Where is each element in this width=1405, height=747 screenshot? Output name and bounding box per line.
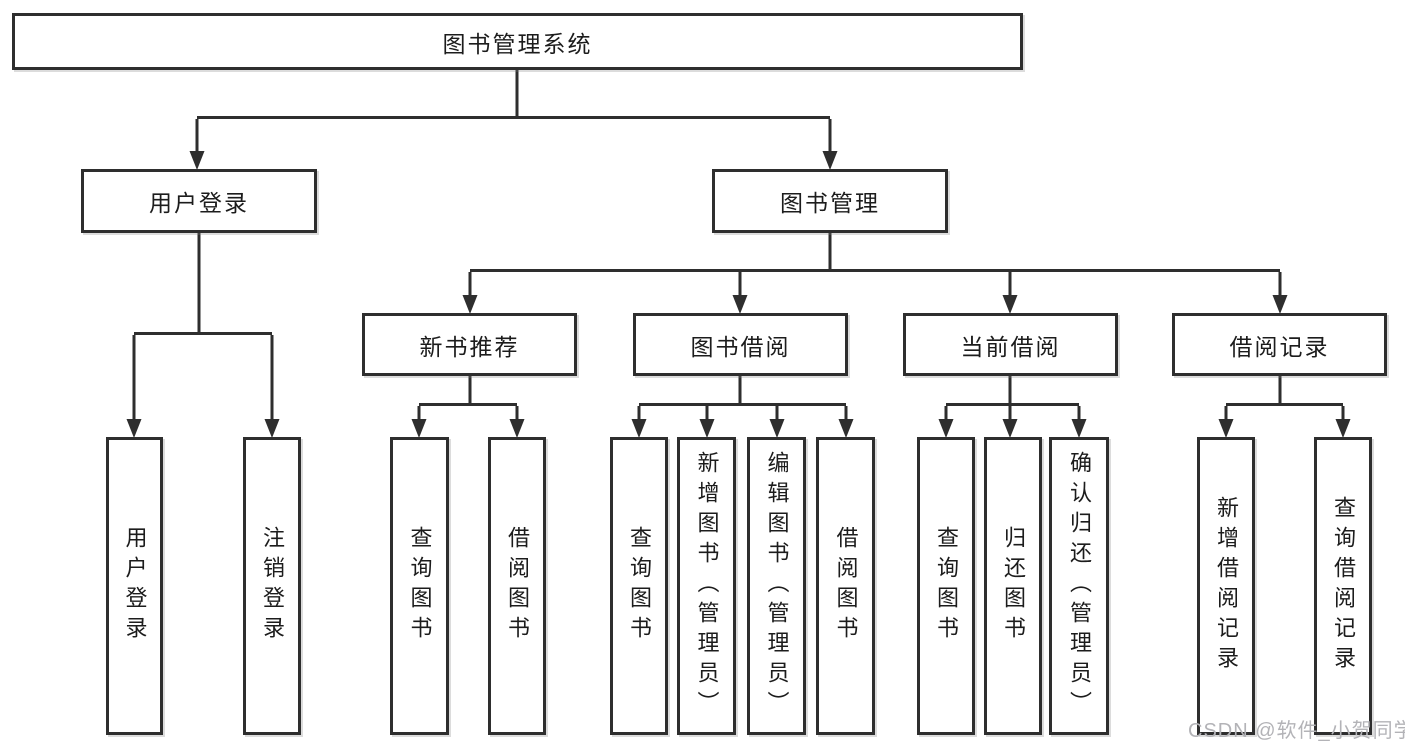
node-label: 新增图书（管理员） (694, 451, 720, 721)
node-label: 查询图书 (934, 526, 959, 646)
leaf-logout: 注销登录 (243, 437, 301, 735)
node-label: 查询图书 (627, 526, 652, 646)
node-label: 新书推荐 (419, 333, 520, 360)
leaf-query-books-current: 查询图书 (917, 437, 975, 735)
leaf-query-books-recommend: 查询图书 (390, 437, 449, 735)
leaf-add-book-admin: 新增图书（管理员） (677, 437, 736, 735)
leaf-borrow-book: 借阅图书 (816, 437, 875, 735)
node-label: 借阅图书 (505, 526, 530, 646)
node-label: 注销登录 (260, 526, 285, 646)
node-current-borrow: 当前借阅 (903, 313, 1118, 376)
node-book-borrow: 图书借阅 (633, 313, 848, 376)
node-label: 用户登录 (122, 526, 148, 646)
node-book-management: 图书管理 (712, 169, 948, 233)
node-label: 图书管理系统 (442, 30, 593, 57)
node-label: 新增借阅记录 (1214, 496, 1239, 676)
node-label: 查询借阅记录 (1331, 496, 1356, 676)
leaf-add-borrow-record: 新增借阅记录 (1197, 437, 1255, 735)
leaf-query-books-borrow: 查询图书 (610, 437, 668, 735)
node-label: 查询图书 (407, 526, 433, 646)
node-new-book-recommend: 新书推荐 (362, 313, 577, 376)
node-label: 借阅图书 (833, 526, 859, 646)
leaf-borrow-books-recommend: 借阅图书 (488, 437, 546, 735)
node-label: 当前借阅 (960, 333, 1061, 360)
node-label: 确认归还（管理员） (1067, 451, 1092, 721)
node-system-root: 图书管理系统 (12, 13, 1023, 70)
node-borrow-records: 借阅记录 (1172, 313, 1387, 376)
node-label: 归还图书 (1001, 526, 1026, 646)
node-label: 借阅记录 (1229, 333, 1330, 360)
leaf-user-login: 用户登录 (106, 437, 163, 735)
node-label: 图书管理 (780, 190, 880, 216)
leaf-confirm-return-admin: 确认归还（管理员） (1049, 437, 1109, 735)
csdn-watermark: CSDN @软件_小贺同学 (1188, 720, 1405, 742)
node-user-login-group: 用户登录 (81, 169, 317, 233)
node-label: 图书借阅 (690, 333, 791, 360)
leaf-return-book: 归还图书 (984, 437, 1042, 735)
leaf-query-borrow-record: 查询借阅记录 (1314, 437, 1372, 735)
node-label: 用户登录 (149, 190, 249, 216)
leaf-edit-book-admin: 编辑图书（管理员） (747, 437, 806, 735)
node-label: 编辑图书（管理员） (764, 451, 790, 721)
